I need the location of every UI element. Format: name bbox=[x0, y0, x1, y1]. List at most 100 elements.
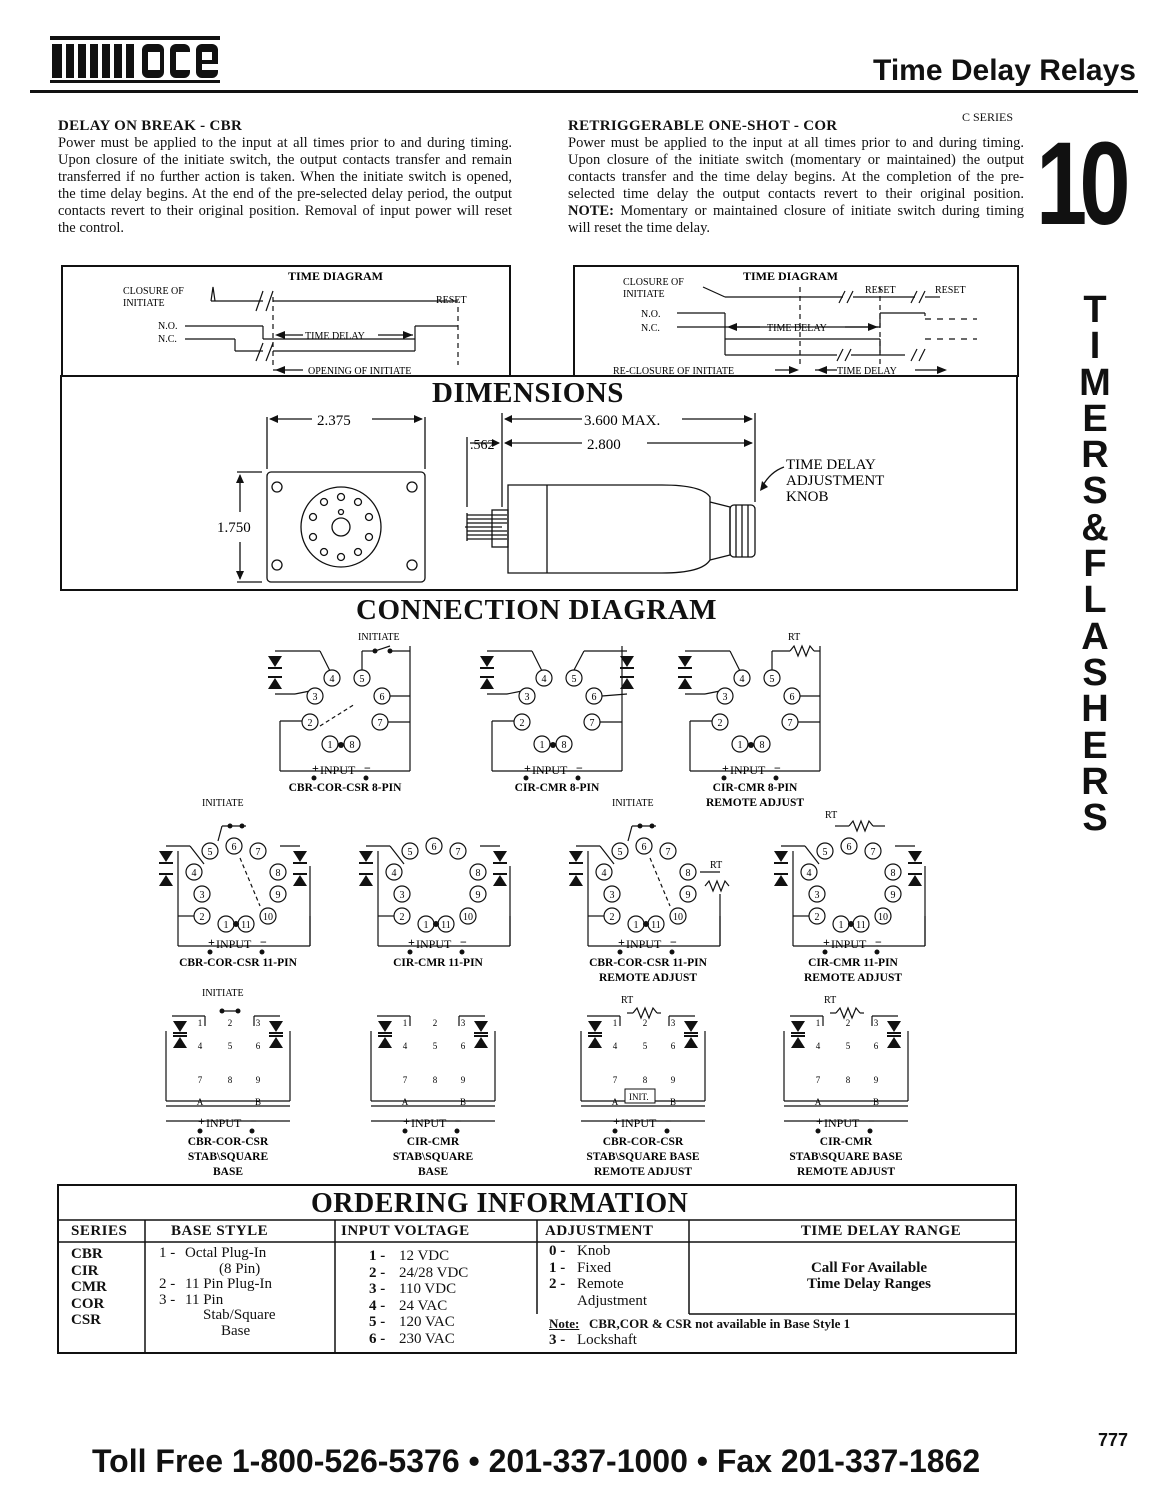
cor-time-diagram: TIME DIAGRAM CLOSURE OF INITIATE RESET R… bbox=[573, 265, 1019, 377]
ordering-adjust-text: Lockshaft bbox=[577, 1332, 637, 1348]
ordering-voltage-text: 24/28 VDC bbox=[399, 1264, 469, 1281]
svg-text:RESET: RESET bbox=[436, 295, 467, 306]
ordering-voltage-code: 1 - bbox=[369, 1248, 386, 1264]
svg-text:B: B bbox=[255, 1097, 261, 1107]
svg-text:11: 11 bbox=[441, 920, 451, 931]
svg-text:1: 1 bbox=[424, 920, 429, 931]
ordering-series: CIR bbox=[71, 1262, 99, 1279]
svg-text:TIME DELAY: TIME DELAY bbox=[767, 323, 827, 334]
ordering-base-text: Base bbox=[221, 1322, 251, 1339]
ordering-voltage-code: 2 - bbox=[369, 1264, 386, 1281]
svg-text:4: 4 bbox=[392, 868, 397, 879]
ordering-voltage-text: 230 VAC bbox=[399, 1330, 455, 1347]
side-letter: S bbox=[1082, 470, 1108, 513]
svg-text:B: B bbox=[670, 1097, 676, 1107]
cbr-description: DELAY ON BREAK - CBR Power must be appli… bbox=[58, 118, 512, 237]
svg-text:RT: RT bbox=[710, 860, 722, 871]
svg-text:ADJUSTMENT: ADJUSTMENT bbox=[786, 473, 884, 489]
svg-text:11: 11 bbox=[651, 920, 661, 931]
svg-text:7: 7 bbox=[871, 847, 876, 858]
svg-text:+: + bbox=[312, 761, 319, 775]
svg-text:4: 4 bbox=[807, 868, 812, 879]
svg-text:TIME DIAGRAM: TIME DIAGRAM bbox=[743, 269, 838, 283]
svg-text:2: 2 bbox=[400, 912, 405, 923]
svg-text:7: 7 bbox=[613, 1075, 618, 1085]
svg-text:3: 3 bbox=[874, 1018, 879, 1028]
svg-text:5: 5 bbox=[618, 847, 623, 858]
svg-text:3: 3 bbox=[815, 890, 820, 901]
svg-text:1.750: 1.750 bbox=[217, 520, 251, 536]
svg-text:6: 6 bbox=[461, 1041, 466, 1051]
svg-text:B: B bbox=[873, 1097, 879, 1107]
ordering-title: ORDERING INFORMATION bbox=[311, 1188, 689, 1219]
ordering-base-text: 11 Pin Plug-In bbox=[185, 1276, 272, 1292]
logo-text: mmbe bbox=[135, 65, 140, 67]
svg-text:1: 1 bbox=[403, 1018, 408, 1028]
svg-text:1: 1 bbox=[634, 920, 639, 931]
svg-text:10: 10 bbox=[463, 912, 473, 923]
input-label: +INPUT− bbox=[197, 1114, 257, 1134]
ordering-adjust-code: 3 - bbox=[549, 1332, 566, 1348]
ordering-voltage-text: 12 VDC bbox=[399, 1248, 450, 1264]
svg-text:INPUT: INPUT bbox=[831, 937, 867, 951]
ordering-series: CBR bbox=[71, 1246, 103, 1262]
svg-text:2: 2 bbox=[308, 718, 313, 729]
ordering-voltage-code: 6 - bbox=[369, 1330, 386, 1347]
svg-text:+: + bbox=[198, 1114, 205, 1128]
svg-text:8: 8 bbox=[562, 740, 567, 751]
ordering-adjust-code: 2 - bbox=[549, 1276, 566, 1292]
svg-text:OPENING OF INITIATE: OPENING OF INITIATE bbox=[308, 366, 411, 375]
cor-body: Power must be applied to the input at al… bbox=[568, 135, 1025, 236]
header-rule bbox=[30, 90, 1138, 93]
svg-text:+: + bbox=[823, 935, 830, 949]
footer-contact: Toll Free 1-800-526-5376 • 201-337-1000 … bbox=[92, 1443, 981, 1479]
ordering-voltage-code: 3 - bbox=[369, 1281, 386, 1297]
ordering-adjust-code: 1 - bbox=[549, 1259, 566, 1276]
svg-text:8: 8 bbox=[433, 1075, 438, 1085]
ordering-series: CMR bbox=[71, 1279, 107, 1295]
svg-text:INPUT: INPUT bbox=[532, 763, 568, 777]
svg-text:CLOSURE OF: CLOSURE OF bbox=[123, 286, 184, 297]
svg-text:B: B bbox=[460, 1097, 466, 1107]
ordering-base-code: 1 - bbox=[159, 1245, 176, 1261]
svg-text:−: − bbox=[868, 1114, 875, 1128]
dimensions-title: DIMENSIONS bbox=[432, 377, 624, 409]
ordering-header: SERIES bbox=[71, 1223, 128, 1239]
svg-text:BASE: BASE bbox=[418, 1166, 448, 1178]
svg-text:CIR-CMR 8-PIN: CIR-CMR 8-PIN bbox=[713, 782, 798, 794]
side-letter: T bbox=[1083, 289, 1107, 331]
svg-text:3: 3 bbox=[313, 692, 318, 703]
svg-text:RT: RT bbox=[825, 810, 837, 821]
ordering-adjust-text: Knob bbox=[577, 1243, 611, 1259]
svg-text:9: 9 bbox=[874, 1075, 879, 1085]
svg-text:CIR-CMR 11-PIN: CIR-CMR 11-PIN bbox=[808, 957, 898, 969]
svg-text:4: 4 bbox=[613, 1041, 618, 1051]
svg-text:INPUT: INPUT bbox=[626, 937, 662, 951]
ordering-voltage-text: 120 VAC bbox=[399, 1314, 455, 1330]
svg-text:+: + bbox=[618, 935, 625, 949]
side-letter: A bbox=[1081, 615, 1109, 658]
svg-text:8: 8 bbox=[276, 868, 281, 879]
svg-text:INITIATE: INITIATE bbox=[202, 798, 244, 809]
svg-text:REMOTE ADJUST: REMOTE ADJUST bbox=[594, 1166, 692, 1178]
ordering-base-text: 11 Pin bbox=[185, 1291, 224, 1308]
svg-text:INPUT: INPUT bbox=[206, 1116, 242, 1130]
svg-text:9: 9 bbox=[256, 1075, 261, 1085]
svg-text:3: 3 bbox=[723, 692, 728, 703]
svg-text:9: 9 bbox=[476, 890, 481, 901]
svg-text:2.375: 2.375 bbox=[317, 413, 351, 429]
svg-text:4: 4 bbox=[330, 674, 335, 685]
input-label: +INPUT− bbox=[207, 935, 267, 955]
svg-text:5: 5 bbox=[433, 1041, 438, 1051]
input-label: +INPUT− bbox=[815, 1114, 875, 1134]
svg-text:1: 1 bbox=[328, 740, 333, 751]
ordering-header: BASE STYLE bbox=[171, 1223, 269, 1239]
input-label: +INPUT− bbox=[617, 935, 677, 955]
svg-text:CBR-COR-CSR 11-PIN: CBR-COR-CSR 11-PIN bbox=[589, 957, 708, 969]
svg-text:2: 2 bbox=[643, 1018, 648, 1028]
svg-text:8: 8 bbox=[760, 740, 765, 751]
